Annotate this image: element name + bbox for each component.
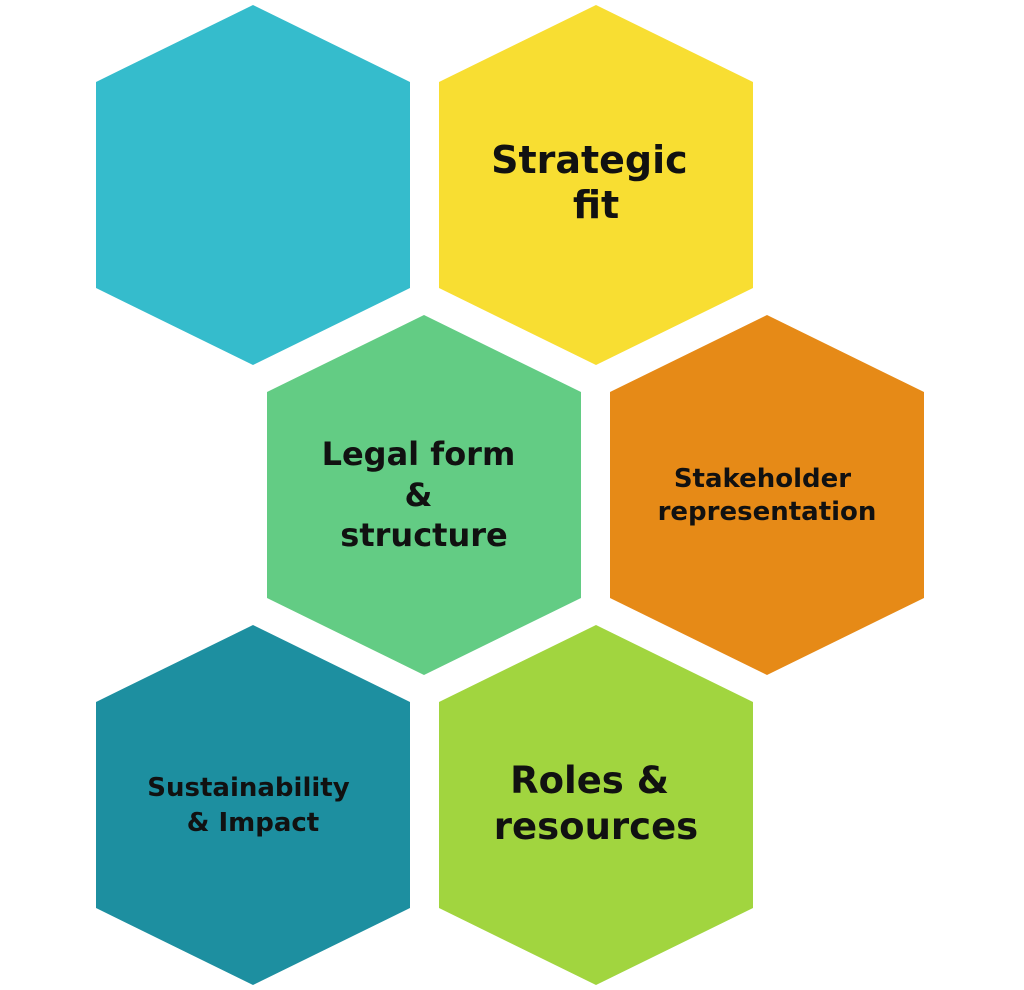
- hexagon-label: Strategic fit: [491, 138, 701, 227]
- label-line: representation: [658, 497, 877, 527]
- hexagon-blank: [96, 5, 410, 365]
- label-line: resources: [494, 805, 698, 848]
- label-line: Roles &: [510, 759, 669, 802]
- hexagon-legal-form: Legal form & structure: [267, 315, 581, 675]
- hexagon-sustainability: Sustainability & Impact: [96, 625, 410, 985]
- hexagon-shape: [439, 5, 753, 365]
- hexagon-roles: Roles & resources: [439, 625, 753, 985]
- label-line: Strategic: [491, 138, 688, 182]
- label-line: Stakeholder: [674, 464, 851, 494]
- hexagon-shape: [96, 625, 410, 985]
- hexagon-shape: [610, 315, 924, 675]
- label-line: &: [404, 476, 432, 514]
- label-line: structure: [340, 516, 507, 554]
- hexagon-stakeholder: Stakeholder representation: [610, 315, 924, 675]
- label-line: fit: [573, 183, 619, 227]
- label-line: Legal form: [322, 435, 516, 473]
- hexagon-shape: [267, 315, 581, 675]
- hexagon-label: Sustainability & Impact: [147, 773, 358, 838]
- hexagon-label: Stakeholder representation: [658, 464, 877, 527]
- label-line: & Impact: [187, 808, 320, 838]
- hexagon-strategic-fit: Strategic fit: [439, 5, 753, 365]
- hexagon-label: Roles & resources: [494, 759, 698, 848]
- hexagon-label: Legal form & structure: [322, 435, 527, 554]
- label-line: Sustainability: [147, 773, 349, 803]
- hexagon-shape: [439, 625, 753, 985]
- hexagon-shape: [96, 5, 410, 365]
